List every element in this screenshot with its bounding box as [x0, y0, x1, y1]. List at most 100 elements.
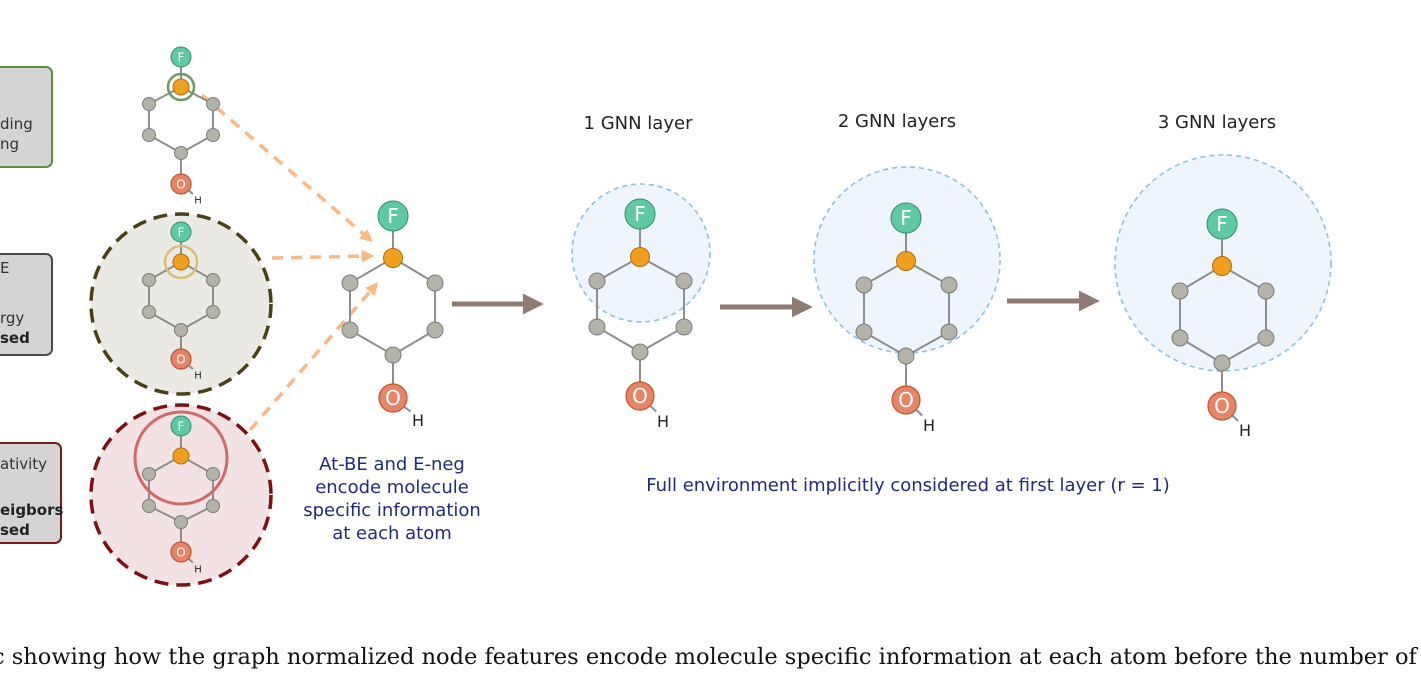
mol-central-carbon-atom-3: [426, 321, 444, 339]
mol-gnn-3-hydrogen-label: H: [1239, 421, 1251, 440]
mol-gnn-1-carbon-atom-2: [588, 318, 606, 336]
feature-box-binding-energy-line-1: E: [0, 259, 9, 277]
mol-small-3-hydrogen-label: H: [194, 565, 202, 576]
mol-central-oxygen-atom: [378, 383, 408, 413]
mol-gnn-2-fluorine-label: F: [900, 206, 912, 230]
mol-gnn-3-fluorine-label: F: [1216, 212, 1228, 236]
mol-small-2-fluorine-atom: [170, 221, 192, 243]
mol-small-2-carbon-atom-0: [142, 273, 156, 287]
mol-gnn-3-carbon-atom-1: [1257, 282, 1275, 300]
central-note: At-BE and E-neg encode molecule specific…: [303, 454, 481, 544]
mol-small-3-highlight-ring: [133, 410, 229, 506]
mol-gnn-2-oxygen-atom: [891, 385, 921, 415]
gnn-layer-label-3: 3 GNN layers: [1158, 112, 1276, 133]
mol-gnn-1-carbon-atom-3: [675, 318, 693, 336]
mol-central-carbon-atom-0: [341, 274, 359, 292]
mol-small-3-fluorine-atom: [170, 415, 192, 437]
mol-gnn-1-carbon-atom-0: [588, 272, 606, 290]
feature-box-electronegativity-line-1: ativity: [0, 455, 47, 473]
mol-gnn-3-carbon-atom-0: [1171, 282, 1189, 300]
mol-gnn-2-carbon-atom-3: [940, 323, 958, 341]
mol-gnn-2-focus-atom: [896, 251, 916, 271]
mol-gnn-1-carbon-atom-4: [631, 343, 649, 361]
mol-central: F OH: [341, 200, 444, 430]
central-note-line-2: encode molecule: [315, 477, 469, 498]
mol-small-3-focus-atom: [172, 447, 190, 465]
mol-gnn-1-focus-atom: [630, 247, 650, 267]
gnn-layer-label-2: 2 GNN layers: [838, 111, 956, 132]
mol-gnn-3-carbon-atom-4: [1213, 354, 1231, 372]
mol-gnn-3-oxygen-label: O: [1214, 394, 1230, 418]
mol-small-3-oxygen-label: O: [176, 545, 185, 559]
figure-caption: c showing how the graph normalized node …: [0, 644, 1417, 670]
mol-gnn-3-focus-atom: [1212, 256, 1232, 276]
dashed-arrow-top: [200, 93, 373, 243]
feature-box-binding-energy: E rgy sed: [0, 253, 53, 356]
mol-gnn-2-fluorine-atom: [890, 202, 922, 234]
mol-gnn-2-carbon-atom-0: [855, 276, 873, 294]
mol-gnn-1-hydrogen-label: H: [657, 412, 669, 431]
mol-gnn-1-carbon-atom-1: [675, 272, 693, 290]
mol-central-carbon-atom-2: [341, 321, 359, 339]
mol-gnn-1: F OH: [588, 198, 693, 431]
feature-box-electronegativity: ativity eigbors sed: [0, 442, 63, 544]
feature-box-binding-energy-line-2: rgy: [0, 309, 24, 327]
mol-small-1-hydrogen-label: H: [194, 196, 202, 207]
mol-gnn-3-fluorine-atom: [1206, 208, 1238, 240]
mol-small-1-carbon-atom-0: [142, 97, 156, 111]
mol-small-2: FOH: [142, 221, 220, 382]
central-note-line-3: specific information: [303, 500, 481, 521]
mol-small-1-focus-atom: [172, 78, 190, 96]
mol-small-1-fluorine-atom: [170, 46, 192, 68]
feature-box-bonding-line-2: ng: [0, 135, 19, 153]
mol-small-1-carbon-atom-3: [206, 128, 220, 142]
mol-gnn-2-oxygen-label: O: [898, 388, 914, 412]
dashed-arrow-middle: [271, 249, 375, 263]
feature-box-binding-energy-line-3: sed: [0, 329, 30, 347]
mol-central-carbon-atom-1: [426, 274, 444, 292]
mol-small-3: F OH: [133, 410, 229, 576]
mol-gnn-3-carbon-atom-3: [1257, 329, 1275, 347]
mol-small-3-carbon-atom-0: [142, 467, 156, 481]
mol-small-1-highlight-ring: [166, 72, 196, 102]
mol-small-1-oxygen-atom: [170, 173, 192, 195]
mol-small-2-fluorine-label: F: [178, 225, 185, 239]
mol-central-fluorine-atom: [377, 200, 409, 232]
feature-box-electronegativity-line-2: eigbors: [0, 501, 63, 519]
mol-gnn-1-fluorine-label: F: [634, 202, 646, 226]
mol-gnn-2: F OH: [855, 202, 958, 435]
mol-small-2-carbon-atom-3: [206, 305, 220, 319]
mol-small-1-carbon-atom-1: [206, 97, 220, 111]
mol-small-3-carbon-atom-3: [206, 499, 220, 513]
mol-small-3-carbon-atom-2: [142, 499, 156, 513]
mol-gnn-3: F OH: [1171, 208, 1275, 440]
mol-small-3-fluorine-label: F: [178, 419, 185, 433]
mol-small-2-hydrogen-label: H: [194, 371, 202, 382]
central-note-line-1: At-BE and E-neg: [319, 454, 465, 475]
mol-small-2-carbon-atom-4: [174, 323, 188, 337]
mol-gnn-2-hydrogen-label: H: [923, 416, 935, 435]
mol-central-hydrogen-label: H: [412, 411, 424, 430]
mol-small-2-carbon-atom-2: [142, 305, 156, 319]
mol-central-oxygen-label: O: [385, 386, 401, 410]
gnn-layer-label-1: 1 GNN layer: [584, 113, 694, 134]
mol-gnn-1-oxygen-label: O: [632, 384, 648, 408]
mol-central-focus-atom: [383, 248, 403, 268]
mol-small-2-carbon-atom-1: [206, 273, 220, 287]
mol-central-carbon-atom-4: [384, 346, 402, 364]
full-environment-note: Full environment implicitly considered a…: [646, 475, 1170, 496]
mol-small-1-carbon-atom-4: [174, 146, 188, 160]
mol-central-fluorine-label: F: [387, 204, 399, 228]
mol-small-3-oxygen-atom: [170, 541, 192, 563]
mol-gnn-2-carbon-atom-2: [855, 323, 873, 341]
mol-small-2-oxygen-atom: [170, 348, 192, 370]
mol-small-1: FOH: [142, 46, 220, 207]
feature-box-bonding-line-1: ding: [0, 115, 33, 133]
feature-box-bonding: ding ng: [0, 66, 53, 168]
mol-gnn-1-fluorine-atom: [624, 198, 656, 230]
mol-gnn-3-carbon-atom-2: [1171, 329, 1189, 347]
dashed-arrow-bottom: [248, 282, 379, 432]
feature-box-electronegativity-line-3: sed: [0, 521, 30, 539]
